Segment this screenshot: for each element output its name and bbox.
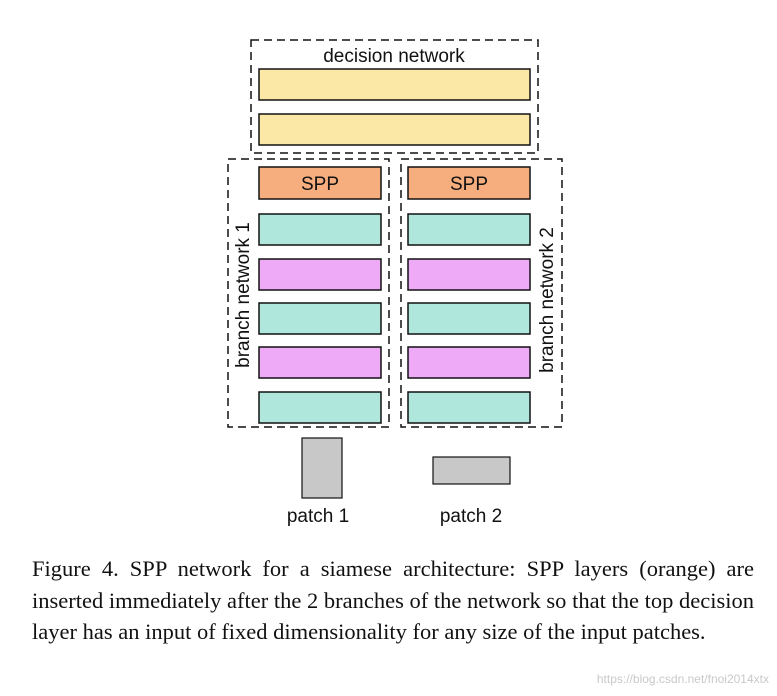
branch1-spp-label: SPP xyxy=(301,174,339,195)
decision-layer-2 xyxy=(258,113,531,146)
patch-2-label: patch 2 xyxy=(440,506,502,527)
patch-2-shape xyxy=(432,456,511,485)
branch2-layer-2 xyxy=(407,258,531,291)
patch-1-shape xyxy=(301,437,343,499)
branch-network-1-label: branch network 1 xyxy=(233,222,254,368)
figure-caption: Figure 4. SPP network for a siamese arch… xyxy=(32,556,754,644)
branch1-layer-2 xyxy=(258,258,382,291)
branch2-layer-3 xyxy=(407,302,531,335)
branch2-layer-1 xyxy=(407,213,531,246)
watermark-url: https://blog.csdn.net/fnoi2014xtx xyxy=(596,672,769,686)
branch1-layer-4 xyxy=(258,346,382,379)
branch2-spp-layer xyxy=(407,166,531,200)
decision-network-box xyxy=(250,39,539,154)
branch-network-2-box xyxy=(400,158,563,428)
branch-network-2-label: branch network 2 xyxy=(537,227,558,373)
branch1-layer-3 xyxy=(258,302,382,335)
branch1-layer-1 xyxy=(258,213,382,246)
decision-layer-1 xyxy=(258,68,531,101)
branch2-spp-label: SPP xyxy=(450,174,488,195)
branch1-spp-layer xyxy=(258,166,382,200)
branch-network-1-box xyxy=(227,158,390,428)
branch2-layer-4 xyxy=(407,346,531,379)
siamese-spp-diagram: decision network branch network 1 SPP br… xyxy=(227,39,563,527)
branch1-layer-5 xyxy=(258,391,382,424)
decision-network-label: decision network xyxy=(323,46,465,67)
branch2-layer-5 xyxy=(407,391,531,424)
patch-1-label: patch 1 xyxy=(287,506,349,527)
